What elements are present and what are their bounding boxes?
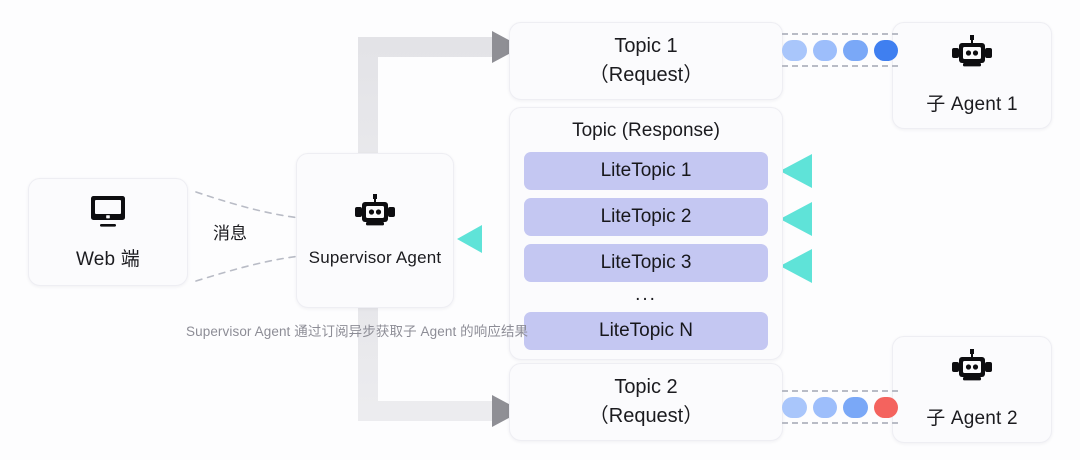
track-dash-top <box>782 390 898 392</box>
track-pill <box>843 396 868 418</box>
track-dash-bottom <box>782 422 898 424</box>
panel-title: Topic (Response) <box>572 120 720 141</box>
robot-icon <box>950 349 994 387</box>
monitor-icon <box>88 194 128 230</box>
message-track-top <box>782 33 898 67</box>
topic-title: Topic 1 <box>614 35 678 57</box>
node-label: Supervisor Agent <box>308 247 442 267</box>
track-pill <box>873 396 898 418</box>
track-pill <box>812 39 837 61</box>
node-label: Web 端 <box>75 248 140 270</box>
lite-topic-item[interactable]: LiteTopic 2 <box>524 198 768 236</box>
diagram-caption: Supervisor Agent 通过订阅异步获取子 Agent 的响应结果 <box>186 324 529 339</box>
topic-subtitle: （Request） <box>588 64 704 86</box>
message-curve-lower <box>195 255 301 282</box>
node-label: 子 Agent 1 <box>926 94 1018 115</box>
topic-title: Topic 2 <box>614 376 678 398</box>
track-pill <box>873 39 898 61</box>
message-label: 消息 <box>213 224 247 243</box>
lite-topic-item[interactable]: LiteTopic 3 <box>524 244 768 282</box>
node-child-agent-2[interactable]: 子 Agent 2 <box>892 336 1052 443</box>
lite-topic-item[interactable]: LiteTopic N <box>524 312 768 350</box>
track-dash-bottom <box>782 65 898 67</box>
topic-request-2[interactable]: Topic 2 （Request） <box>509 363 783 441</box>
lite-topic-ellipsis: ... <box>635 284 657 305</box>
response-path-agent-1 <box>780 131 978 264</box>
response-path-agent-2 <box>780 249 978 336</box>
node-child-agent-1[interactable]: 子 Agent 1 <box>892 22 1052 129</box>
topic-request-1[interactable]: Topic 1 （Request） <box>509 22 783 100</box>
track-dash-top <box>782 33 898 35</box>
robot-icon <box>353 193 397 232</box>
topic-response-panel[interactable]: Topic (Response) LiteTopic 1 LiteTopic 2… <box>509 107 783 360</box>
node-label: 子 Agent 2 <box>926 408 1018 429</box>
topic-subtitle: （Request） <box>588 405 704 427</box>
message-track-bottom <box>782 390 898 424</box>
lite-topic-item[interactable]: LiteTopic 1 <box>524 152 768 190</box>
message-curve-upper <box>195 191 301 219</box>
node-web-client[interactable]: Web 端 <box>28 178 188 286</box>
robot-icon <box>950 35 994 73</box>
track-pill <box>782 39 807 61</box>
track-pill <box>812 396 837 418</box>
track-pill <box>782 396 807 418</box>
response-arrow-to-supervisor <box>457 225 505 253</box>
node-supervisor-agent[interactable]: Supervisor Agent <box>296 153 454 308</box>
track-pill <box>843 39 868 61</box>
lite-topic-list: LiteTopic 1 LiteTopic 2 LiteTopic 3 ... … <box>510 152 782 358</box>
